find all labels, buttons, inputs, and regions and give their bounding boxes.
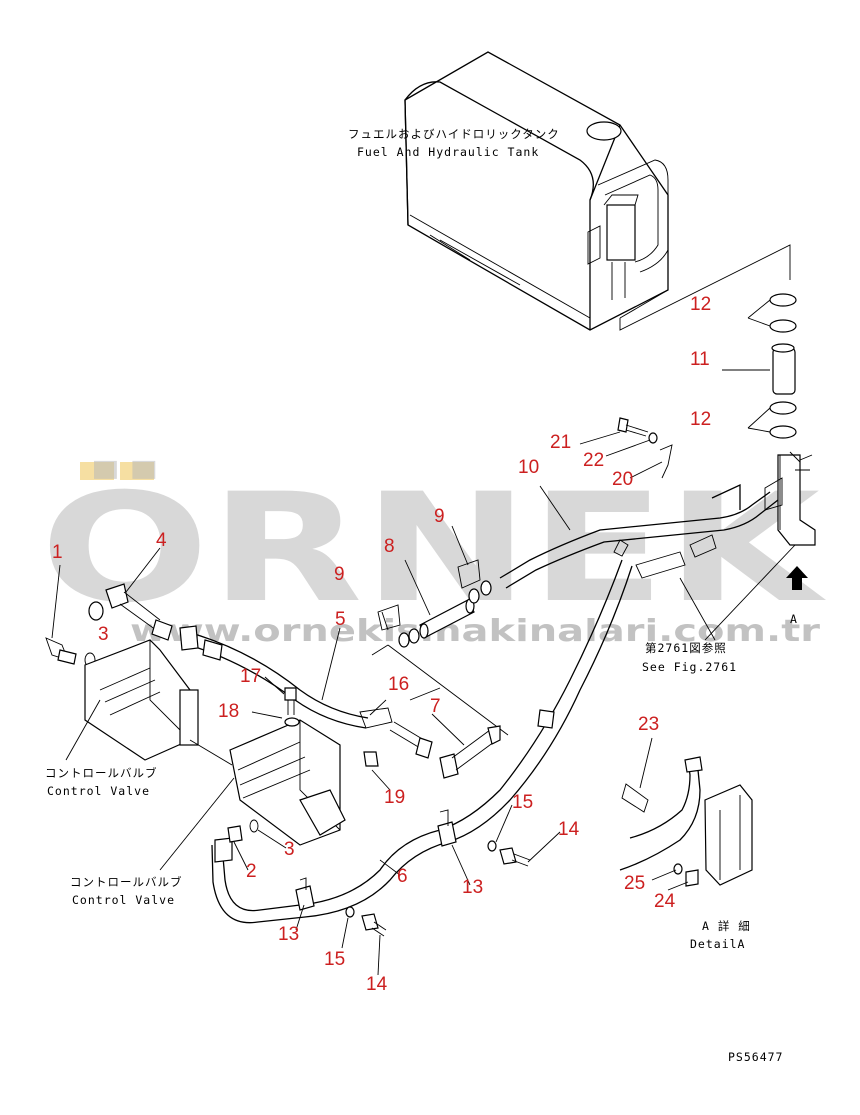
callout-20: 20 [612, 469, 633, 490]
callout-14-right: 14 [558, 819, 580, 840]
callout-21: 21 [550, 432, 571, 453]
leader-lines [51, 431, 796, 976]
bolts-bottom [345, 840, 531, 937]
control-valve-2 [189, 719, 346, 846]
callout-15-left: 15 [324, 949, 345, 970]
see-fig-label-en: See Fig.2761 [642, 660, 737, 674]
detail-a-label-en: DetailA [690, 937, 745, 951]
callout-9-left: 9 [334, 564, 345, 585]
callout-4: 4 [156, 530, 167, 551]
hose-and-clamps [722, 293, 797, 439]
callout-23: 23 [638, 714, 659, 735]
tank-label-en: Fuel And Hydraulic Tank [357, 145, 539, 159]
callout-25: 25 [624, 873, 645, 894]
callout-numbers: 1 4 3 5 8 9 9 10 21 22 20 12 11 12 16 7 … [52, 294, 711, 995]
elbow-adapter [45, 583, 173, 668]
callout-13-left: 13 [278, 924, 299, 945]
detail-a-label-jp: A 詳 細 [702, 919, 751, 933]
see-fig-label-jp: 第2761図参照 [645, 641, 727, 655]
control-valve-1 [84, 639, 199, 761]
callout-1: 1 [52, 542, 63, 563]
hose-6 [211, 559, 633, 924]
control-valve-1-label-jp: コントロールバルブ [45, 766, 158, 780]
callout-17: 17 [240, 666, 261, 687]
callout-24: 24 [654, 891, 676, 912]
connector-hose [371, 559, 509, 736]
drawing-number: PS56477 [728, 1050, 783, 1064]
watermark-accent-right [120, 462, 154, 480]
callout-19: 19 [384, 787, 405, 808]
callout-18: 18 [218, 701, 239, 722]
callout-7: 7 [430, 696, 441, 717]
callout-22: 22 [583, 450, 604, 471]
control-valve-1-label-en: Control Valve [47, 784, 150, 798]
callout-13-right: 13 [462, 877, 483, 898]
fuel-hydraulic-tank: フュエルおよびハイドロリックタンク Fuel And Hydraulic Tan… [348, 51, 669, 331]
control-valve-2-label-en: Control Valve [72, 893, 175, 907]
callout-8: 8 [384, 536, 395, 557]
callout-2: 2 [246, 861, 257, 882]
watermark-accent-left [80, 462, 114, 480]
callout-11: 11 [690, 349, 710, 370]
watermark: ÖRNEK www.ornekismakinalari.com.tr [40, 460, 826, 649]
callout-16: 16 [388, 674, 409, 695]
callout-9-right: 9 [434, 506, 445, 527]
callout-3-top: 3 [98, 624, 109, 645]
suction-tube [499, 451, 816, 589]
callout-12-top: 12 [690, 294, 711, 315]
watermark-brand: ÖRNEK [40, 460, 826, 636]
control-valve-2-label-jp: コントロールバルブ [70, 875, 183, 889]
callout-6: 6 [397, 866, 408, 887]
tank-label-jp: フュエルおよびハイドロリックタンク [348, 127, 560, 141]
watermark-url: www.ornekismakinalari.com.tr [130, 614, 820, 649]
callout-10: 10 [518, 457, 539, 478]
callout-15-right: 15 [512, 792, 533, 813]
text-labels: コントロールバルブ Control Valve コントロールバルブ Contro… [45, 641, 783, 1064]
view-arrow-a: A [786, 566, 808, 626]
fittings-center [284, 687, 501, 779]
bolt-washer-clip [617, 417, 673, 479]
callout-5: 5 [335, 609, 346, 630]
callout-14-left: 14 [366, 974, 388, 995]
detail-a-drawing [619, 756, 753, 887]
callout-3-bottom: 3 [284, 839, 295, 860]
callout-12-bottom: 12 [690, 409, 711, 430]
view-marker-label: A [790, 612, 798, 626]
